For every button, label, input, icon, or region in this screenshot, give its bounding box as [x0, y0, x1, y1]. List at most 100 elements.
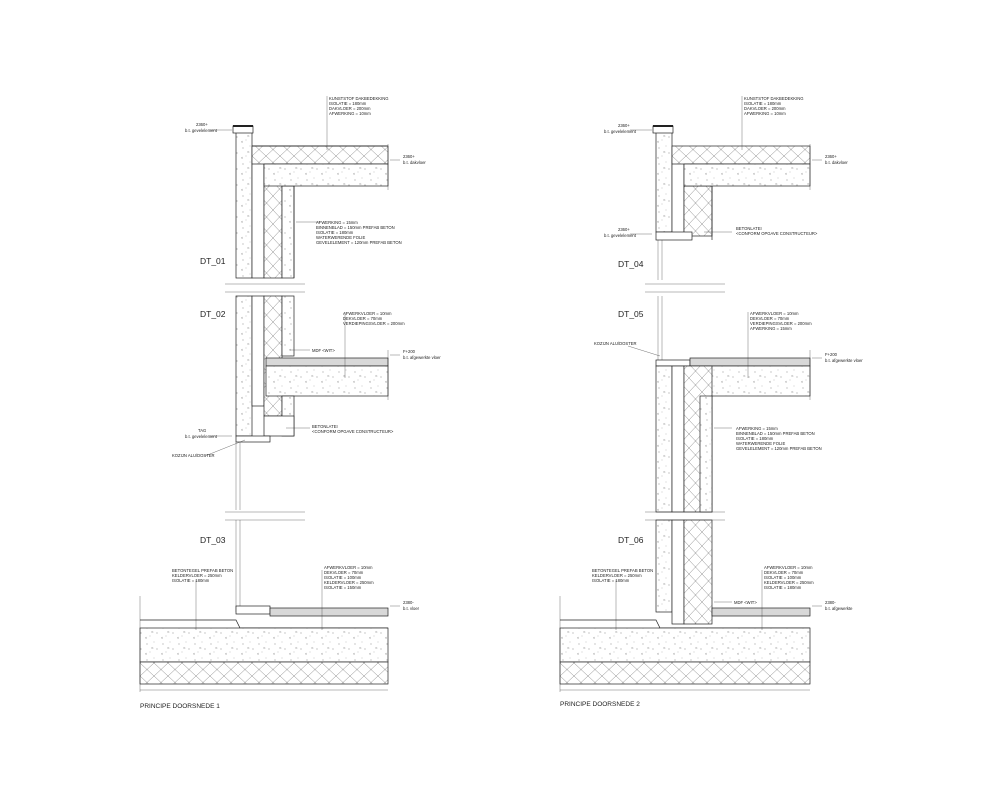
level-marker: 2360+ b.t. dakvloer — [825, 154, 848, 165]
note-line: BINNENBLAD = 150mm PREFAB BETON — [736, 431, 815, 436]
note-line: DAKVLOER = 200mm — [329, 106, 371, 111]
note: KOZIJN ALU/DOSTER — [594, 341, 637, 346]
level-marker: TAG b.t. gevelelement — [185, 428, 218, 439]
section-2: 2360+ b.t. gevelelement 2360+ b.t. dakvl… — [559, 96, 863, 708]
detail-dt04-drawing — [652, 125, 811, 280]
level-value: 2360+ — [825, 154, 837, 159]
note-line: MDF <WIT> — [734, 600, 757, 605]
note: KUNSTSTOF DAKBEDEKKING ISOLATIE = 180mm … — [329, 96, 389, 116]
level-sub: b.t. afgewerkte vloer — [403, 355, 441, 360]
note-line: ISOLATIE = 180mm — [592, 578, 630, 583]
note-line: ISOLATIE = 180mm — [744, 101, 782, 106]
note-line: BETONLATEI — [312, 424, 338, 429]
level-value: 2360+ — [618, 227, 630, 232]
note: AFWERKING = 15mm BINNENBLAD = 150mm PREF… — [316, 220, 402, 245]
note-line: KOZIJN ALU/DOSTER — [594, 341, 637, 346]
note: MDF <WIT> — [312, 348, 335, 353]
section-1-break-lines — [139, 283, 305, 692]
note-line: ISOLATIE = 180mm — [764, 585, 802, 590]
note-line: ISOLATIE = 150mm — [324, 585, 362, 590]
level-marker: 2380- b.t. vloer — [403, 600, 420, 611]
note-line: KELDERVLOER = 250mm — [172, 573, 222, 578]
detail-dt02-drawing — [235, 295, 389, 510]
note-line: ISOLATIE = 100mm — [324, 575, 362, 580]
note-line: GEVELELEMENT = 120mm PREFAB BETON — [316, 240, 402, 245]
detail-dt03-drawing — [139, 520, 389, 691]
section-2-levels: 2360+ b.t. gevelelement 2360+ b.t. dakvl… — [604, 123, 863, 611]
note-line: AFWERKING = 15mm — [316, 220, 358, 225]
note-line: DAKVLOER = 200mm — [744, 106, 786, 111]
note-line: KUNSTSTOF DAKBEDEKKING — [744, 96, 804, 101]
level-sub: b.t. dakvloer — [403, 160, 426, 165]
level-marker: F+200 b.t. afgewerkte vloer — [403, 349, 441, 360]
detail-label-dt06: DT_06 — [618, 535, 644, 545]
note-line: AFWERKVLOER = 10mm — [343, 311, 392, 316]
detail-dt05-drawing — [655, 296, 811, 513]
detail-dt01-drawing — [232, 125, 389, 279]
note-line: KELDERVLOER = 250mm — [764, 580, 814, 585]
section-caption: PRINCIPE DOORSNEDE 1 — [140, 703, 220, 710]
note: BETONLATEI <CONFORM OPGAVE CONSTRUCTEUR> — [736, 226, 818, 236]
level-marker: 2360+ b.t. gevelelement — [604, 123, 637, 134]
detail-label-dt05: DT_05 — [618, 309, 644, 319]
level-value: F+200 — [403, 349, 416, 354]
note-line: WATERWERENDE FOLIE — [736, 441, 785, 446]
note-line: KELDERVLOER = 250mm — [592, 573, 642, 578]
note: AFWERKVLOER = 10mm DEKVLOER = 70mm VERDI… — [343, 311, 405, 326]
note: MDF <WIT> — [734, 600, 757, 605]
detail-label-dt03: DT_03 — [200, 535, 226, 545]
level-sub: b.t. gevelelement — [604, 129, 637, 134]
note-line: AFWERKVLOER = 10mm — [750, 311, 799, 316]
level-marker: F+200 b.t. afgewerkte vloer — [825, 352, 863, 363]
level-sub: b.t. gevelelement — [185, 434, 218, 439]
note: KOZIJN ALU/DOSTER — [172, 453, 215, 458]
detail-label-dt02: DT_02 — [200, 309, 226, 319]
note: KUNSTSTOF DAKBEDEKKING ISOLATIE = 180mm … — [744, 96, 804, 116]
level-value: 2360+ — [403, 154, 415, 159]
level-value: 2360+ — [196, 122, 208, 127]
level-value: TAG — [198, 428, 206, 433]
note: BETONTEGEL PREFAB BETON KELDERVLOER = 25… — [172, 568, 233, 583]
level-sub: b.t. gevelelement — [604, 233, 637, 238]
note-line: KELDERVLOER = 250mm — [324, 580, 374, 585]
note-line: GEVELELEMENT = 120mm PREFAB BETON — [736, 446, 822, 451]
note: BETONTEGEL PREFAB BETON KELDERVLOER = 25… — [592, 568, 653, 583]
level-marker: 2360+ b.t. gevelelement — [604, 227, 637, 238]
note-line: MDF <WIT> — [312, 348, 335, 353]
note-line: AFWERKVLOER = 10mm — [324, 565, 373, 570]
note-line: DEKVLOER = 70mm — [324, 570, 364, 575]
note-line: VERDIEPINGSVLOER = 200mm — [750, 321, 812, 326]
note-line: DEKVLOER = 70mm — [343, 316, 383, 321]
note-line: KUNSTSTOF DAKBEDEKKING — [329, 96, 389, 101]
note-line: BINNENBLAD = 150mm PREFAB BETON — [316, 225, 395, 230]
detail-label-dt04: DT_04 — [618, 259, 644, 269]
note: AFWERKVLOER = 10mm DEKVLOER = 70mm ISOLA… — [764, 565, 814, 590]
note-line: ISOLATIE = 100mm — [764, 575, 802, 580]
detail-label-dt01: DT_01 — [200, 256, 226, 266]
level-sub: b.t. vloer — [403, 606, 420, 611]
note-line: ISOLATIE = 180mm — [329, 101, 367, 106]
note-line: KOZIJN ALU/DOSTER — [172, 453, 215, 458]
section-2-leaders — [615, 96, 822, 630]
note-line: AFWERKING = 15mm — [750, 326, 792, 331]
level-sub: b.t. afgewerkte — [825, 606, 853, 611]
level-marker: 2360+ b.t. dakvloer — [403, 154, 426, 165]
section-caption: PRINCIPE DOORSNEDE 2 — [560, 701, 640, 708]
note-line: <CONFORM OPGAVE CONSTRUCTEUR> — [312, 429, 394, 434]
note-line: BETONTEGEL PREFAB BETON — [592, 568, 653, 573]
level-sub: b.t. afgewerkte vloer — [825, 358, 863, 363]
level-sub: b.t. gevelelement — [185, 128, 218, 133]
note-line: VERDIEPINGSVLOER = 200mm — [343, 321, 405, 326]
note-line: AFWERKING = 10mm — [744, 111, 786, 116]
note-line: ISOLATIE = 180mm — [736, 436, 774, 441]
level-value: 2380- — [403, 600, 414, 605]
level-sub: b.t. dakvloer — [825, 160, 848, 165]
note-line: AFWERKING = 15mm — [736, 426, 778, 431]
level-value: 2360+ — [618, 123, 630, 128]
level-marker: 2380- b.t. afgewerkte — [825, 600, 853, 611]
note-line: ISOLATIE = 180mm — [316, 230, 354, 235]
section-1-leaders — [195, 96, 400, 630]
detail-dt06-drawing — [559, 519, 811, 691]
note-line: BETONLATEI — [736, 226, 762, 231]
